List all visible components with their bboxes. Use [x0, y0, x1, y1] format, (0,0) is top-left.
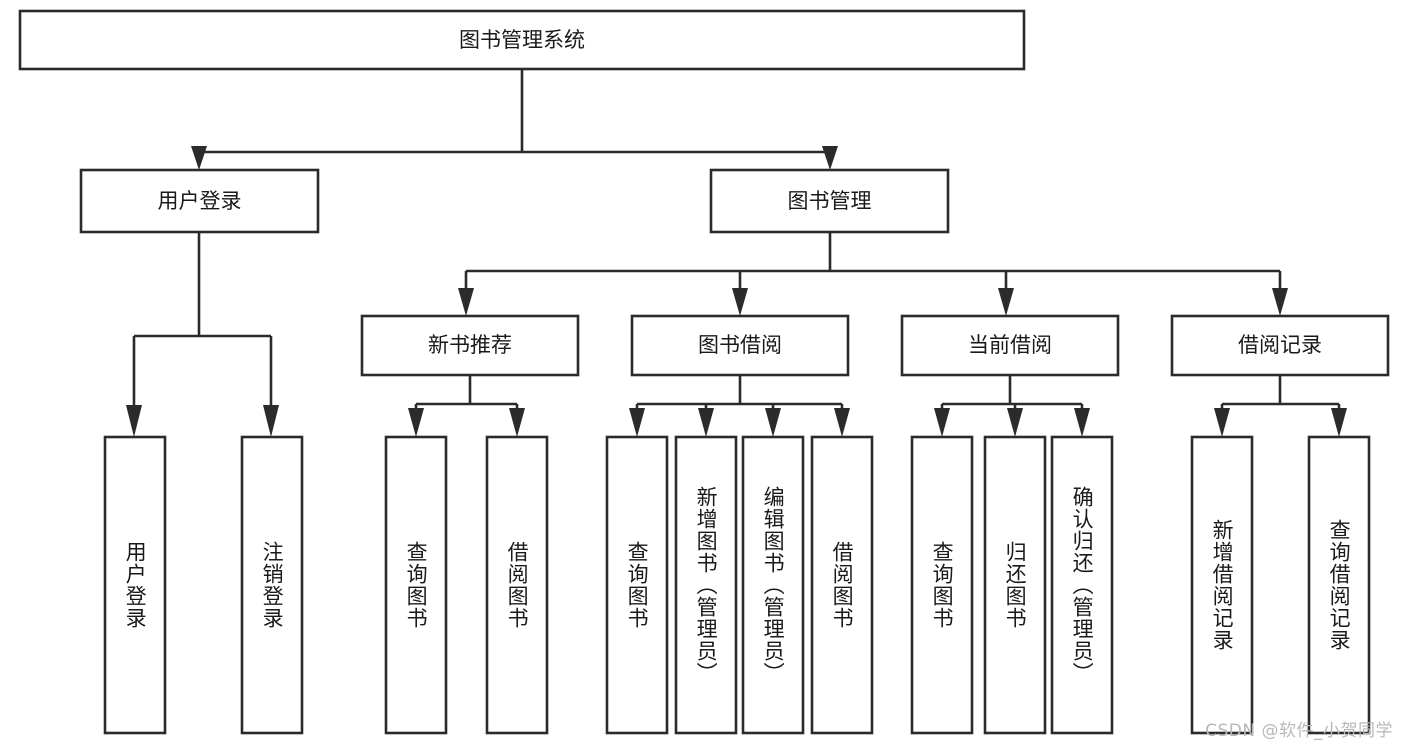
arrow-to-leaf-add-book [698, 408, 714, 437]
arrow-to-user-login [191, 146, 207, 170]
node-leaf-query-book-borrow[interactable] [605, 435, 669, 735]
node-new-book-recommend[interactable] [360, 314, 580, 377]
node-new-book-recommend-label: 新书推荐 [428, 333, 512, 357]
node-root[interactable] [18, 9, 1026, 71]
arrow-to-leaf-logout [263, 405, 279, 437]
connector-group-book-borrow [629, 375, 850, 437]
arrow-to-leaf-query-record [1331, 408, 1347, 437]
node-leaf-confirm-return[interactable] [1050, 435, 1114, 735]
arrow-to-current-borrow [998, 288, 1014, 316]
arrow-to-borrow-record [1272, 288, 1288, 316]
arrow-to-new-book-recommend [458, 288, 474, 316]
node-leaf-edit-book[interactable] [741, 435, 805, 735]
node-borrow-record[interactable] [1170, 314, 1390, 377]
node-book-borrow-label: 图书借阅 [698, 333, 782, 357]
node-leaf-query-record[interactable] [1307, 435, 1371, 735]
node-boxes: 图书管理系统 用户登录 图书管理 新书推荐 图书借阅 当前借阅 借阅记录 [18, 9, 1390, 377]
connector-group-root [191, 69, 838, 170]
node-book-manage[interactable] [709, 168, 950, 234]
arrow-to-book-manage [822, 146, 838, 170]
connector-group-book-manage [458, 232, 1288, 316]
node-user-login[interactable] [79, 168, 320, 234]
node-root-label: 图书管理系统 [459, 28, 585, 52]
node-leaf-borrow-book-rec[interactable] [485, 435, 549, 735]
connector-group-new-book-recommend [408, 375, 525, 437]
node-borrow-record-label: 借阅记录 [1238, 333, 1322, 357]
arrow-to-leaf-query-book-borrow [629, 408, 645, 437]
node-current-borrow[interactable] [900, 314, 1120, 377]
node-leaf-add-record[interactable] [1190, 435, 1254, 735]
node-current-borrow-label: 当前借阅 [968, 333, 1052, 357]
leaf-boxes [103, 435, 1371, 735]
arrow-to-leaf-query-book-cur [934, 408, 950, 437]
connector-group-current-borrow [934, 375, 1090, 437]
node-leaf-logout[interactable] [240, 435, 304, 735]
csdn-watermark: CSDN @软件_小贺同学 [1205, 721, 1393, 741]
connector-group-user-login [126, 232, 279, 437]
arrow-to-leaf-borrow-book-rec [509, 408, 525, 437]
node-book-borrow[interactable] [630, 314, 850, 377]
arrow-to-leaf-edit-book [765, 408, 781, 437]
arrow-to-leaf-query-book-rec [408, 408, 424, 437]
arrow-to-book-borrow [732, 288, 748, 316]
node-leaf-query-book-rec[interactable] [384, 435, 448, 735]
node-leaf-borrow-book[interactable] [810, 435, 874, 735]
arrow-to-leaf-add-record [1214, 408, 1230, 437]
arrow-to-leaf-confirm-return [1074, 408, 1090, 437]
node-user-login-label: 用户登录 [158, 189, 242, 213]
arrow-to-leaf-return-book [1007, 408, 1023, 437]
node-leaf-add-book[interactable] [674, 435, 738, 735]
arrow-to-leaf-user-login [126, 405, 142, 437]
connector-group-borrow-record [1214, 375, 1347, 437]
node-leaf-return-book[interactable] [983, 435, 1047, 735]
arrow-to-leaf-borrow-book [834, 408, 850, 437]
node-leaf-query-book-cur[interactable] [910, 435, 974, 735]
node-book-manage-label: 图书管理 [788, 189, 872, 213]
node-leaf-user-login[interactable] [103, 435, 167, 735]
